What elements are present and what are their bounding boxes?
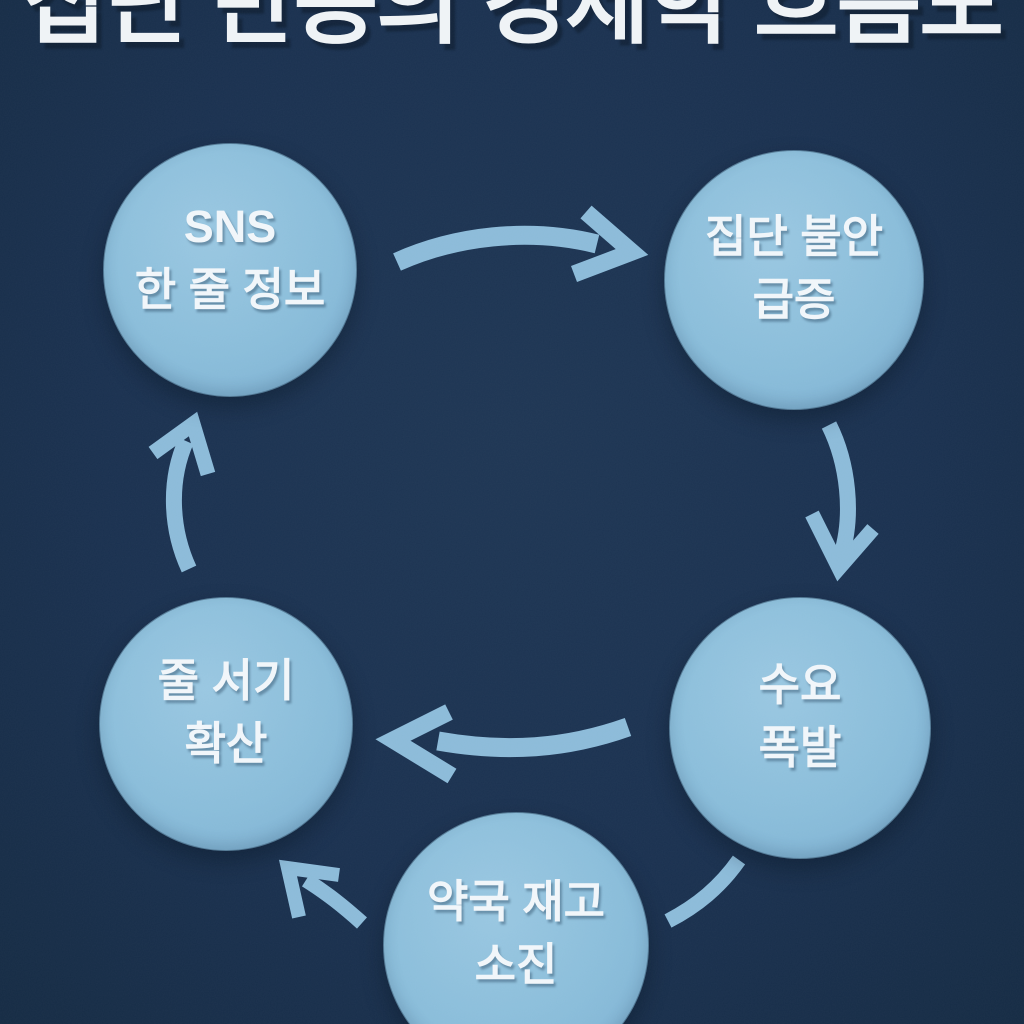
node-label-line: 폭발 <box>758 722 842 773</box>
arrow-demand-to-queue <box>375 704 632 784</box>
node-label-line: SNS <box>183 201 277 252</box>
arrow-queue-to-sns <box>148 411 216 573</box>
connector-line <box>664 855 746 928</box>
node-label-line: 소진 <box>474 939 558 990</box>
node-label-line: 한 줄 정보 <box>134 264 326 315</box>
connector-demand-to-pharmacy <box>664 855 746 928</box>
arrow-head-icon <box>805 510 879 582</box>
node-label-line: 급증 <box>752 274 836 325</box>
page-title: 집단 반응의 경제학 흐름도 <box>22 0 1004 55</box>
arrow-sns-to-anxiety <box>393 205 649 282</box>
node-label-line: 약국 재고 <box>426 876 606 927</box>
node-queue-spread: 줄 서기 확산 <box>99 597 353 851</box>
arrow-head-icon <box>570 205 649 282</box>
arrow-head-icon <box>148 411 216 477</box>
arrow-shaft <box>436 718 632 758</box>
arrow-pharmacy-to-queue <box>278 859 368 929</box>
node-demand-surge: 수요 폭발 <box>669 597 931 859</box>
node-pharmacy-stockout: 약국 재고 소진 <box>383 812 649 1024</box>
arrow-shaft <box>166 437 197 573</box>
arrow-anxiety-to-demand <box>805 421 879 582</box>
arrow-head-icon <box>278 859 340 919</box>
arrow-shaft <box>821 421 856 559</box>
node-label-line: 줄 서기 <box>157 655 295 706</box>
arrow-shaft <box>393 225 600 271</box>
node-label-line: 집단 불안 <box>704 211 884 262</box>
node-label-line: 수요 <box>758 659 842 710</box>
node-mass-anxiety: 집단 불안 급증 <box>664 150 924 410</box>
node-label-line: 확산 <box>184 718 268 769</box>
arrow-head-icon <box>375 704 457 784</box>
arrow-shaft <box>301 873 368 929</box>
node-sns-info: SNS 한 줄 정보 <box>103 143 357 397</box>
